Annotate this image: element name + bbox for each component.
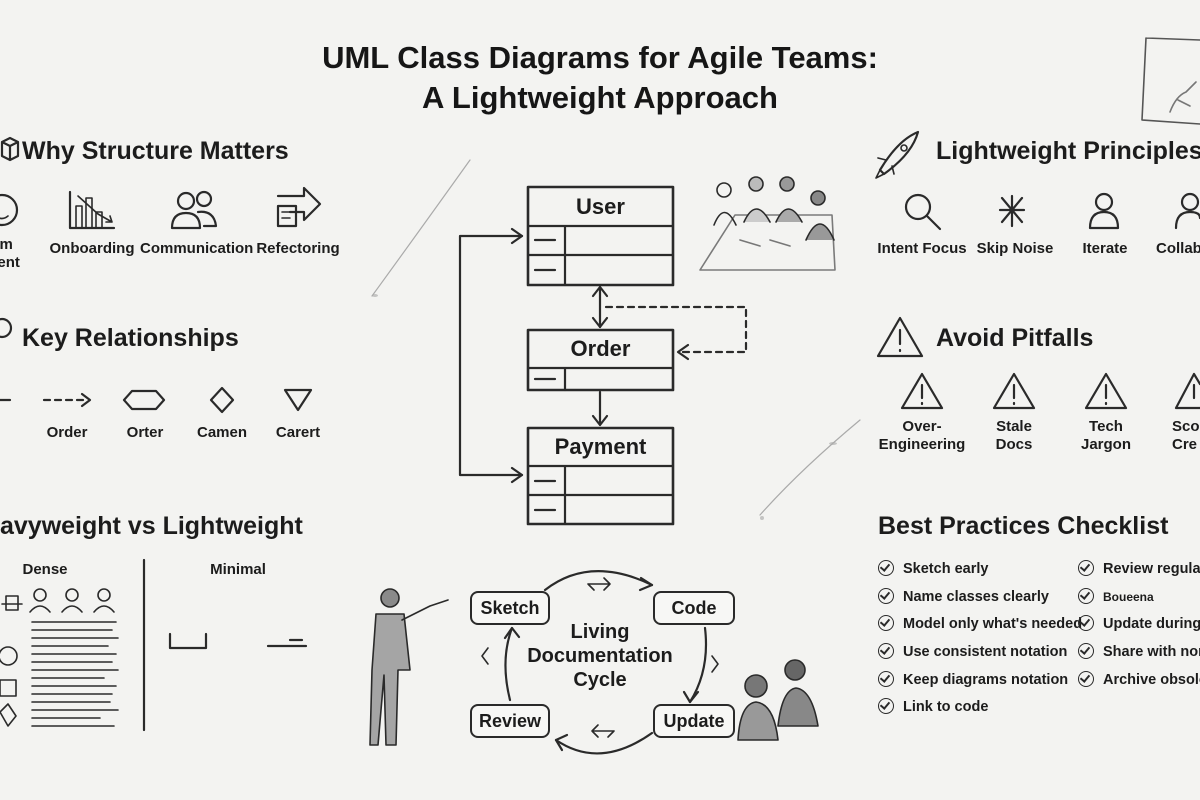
- noise-icon: [998, 194, 1026, 228]
- principle-label: Skip Noise: [976, 240, 1054, 257]
- cycle-step-code: Code: [653, 591, 735, 625]
- pitfall-label: Tech Jargon: [1080, 418, 1131, 453]
- principles-heading: Lightweight Principles: [936, 137, 1200, 165]
- cycle-step-sketch: Sketch: [470, 591, 550, 625]
- check-icon: [1078, 615, 1094, 631]
- refactor-icon: [276, 186, 322, 228]
- user-order-association-arrow: [591, 285, 609, 329]
- principle-label: Iterate: [1082, 240, 1128, 257]
- check-icon: [878, 643, 894, 659]
- principle-label: Collabo: [1156, 240, 1200, 257]
- check-icon: [878, 615, 894, 631]
- page-title: UML Class Diagrams for Agile Teams: A Li…: [0, 38, 1200, 118]
- checklist-item: Model only what's needed: [878, 615, 1082, 632]
- check-icon: [1078, 560, 1094, 576]
- dashed-dependency-arrow: [604, 305, 748, 361]
- title-line-1: UML Class Diagrams for Agile Teams:: [322, 40, 878, 75]
- order-payment-arrow: [591, 390, 609, 427]
- class-box-order: [526, 328, 675, 392]
- checklist-item: Name classes clearly: [878, 588, 1049, 605]
- checklist-item: Review regularl: [1078, 560, 1200, 577]
- cycle-arrows: [481, 570, 719, 755]
- comparison-heading: avyweight vs Lightweight: [0, 512, 303, 540]
- relationship-label: Carert: [275, 424, 321, 441]
- pencil-smudge: [372, 294, 378, 297]
- corner-sketch-illustration: [1141, 37, 1200, 125]
- check-icon: [878, 698, 894, 714]
- checklist-item: Update during s: [1078, 615, 1200, 632]
- relationship-section-icon: [0, 317, 13, 339]
- principle-label: Intent Focus: [877, 240, 967, 257]
- pencil-streak: [371, 159, 471, 297]
- dashed-arrow-icon: [42, 392, 92, 408]
- team-meeting-illustration: [699, 176, 836, 271]
- warning-section-icon: [876, 316, 924, 358]
- triangle-icon: [283, 388, 313, 412]
- rocket-icon: [875, 130, 920, 179]
- minimal-diagram-sketch: [168, 632, 308, 650]
- relationship-label: Order: [46, 424, 88, 441]
- why-structure-heading: Why Structure Matters: [22, 137, 289, 165]
- cycle-step-review: Review: [470, 704, 550, 738]
- checklist-item: Link to code: [878, 698, 988, 715]
- person-icon: [1088, 192, 1120, 230]
- title-line-2: A Lightweight Approach: [422, 80, 778, 115]
- check-icon: [878, 560, 894, 576]
- diamond-icon: [209, 386, 235, 414]
- check-icon: [1078, 643, 1094, 659]
- why-item-label: Refectoring: [256, 240, 340, 257]
- pencil-streak: [759, 419, 861, 516]
- why-item-label: am ment: [0, 236, 20, 271]
- key-relationships-heading: Key Relationships: [22, 324, 239, 352]
- relationship-label: Camen: [196, 424, 248, 441]
- class-box-user: [526, 185, 675, 287]
- dense-label: Dense: [22, 561, 68, 578]
- minimal-label: Minimal: [210, 561, 266, 578]
- magnifier-icon: [904, 193, 942, 231]
- class-name-user: User: [576, 194, 625, 219]
- warning-icon: [1174, 372, 1200, 410]
- check-icon: [1078, 671, 1094, 687]
- check-icon: [1078, 588, 1094, 604]
- why-item-label: Onboarding: [49, 240, 135, 257]
- cycle-step-update: Update: [653, 704, 735, 738]
- class-box-payment: [526, 426, 675, 526]
- left-bracket-connector: [458, 227, 524, 484]
- dense-diagram-sketch: [0, 588, 119, 727]
- checklist-item: Keep diagrams notation: [878, 671, 1068, 688]
- people-icon: [170, 190, 218, 230]
- why-item-label: Communication: [140, 240, 254, 257]
- checklist-item: Archive obsole: [1078, 671, 1200, 688]
- pitfalls-heading: Avoid Pitfalls: [936, 324, 1094, 352]
- pitfall-label: Stale Docs: [995, 418, 1033, 453]
- checklist-item: Use consistent notation: [878, 643, 1067, 660]
- checklist-item: Sketch early: [878, 560, 988, 577]
- class-name-payment: Payment: [554, 434, 647, 459]
- warning-icon: [1084, 372, 1128, 410]
- relationship-label: Orter: [126, 424, 164, 441]
- chart-icon: [68, 190, 116, 230]
- checklist-item: Share with non: [1078, 643, 1200, 660]
- hexagon-icon: [122, 389, 166, 411]
- cube-icon: [0, 136, 20, 162]
- warning-icon: [900, 372, 944, 410]
- check-icon: [878, 671, 894, 687]
- pitfall-label: Sco Cre: [1172, 418, 1200, 453]
- warning-icon: [992, 372, 1036, 410]
- presenter-illustration: [369, 588, 449, 746]
- pencil-smudge: [760, 516, 764, 520]
- class-name-order: Order: [570, 336, 631, 361]
- relationship-label: r: [0, 424, 10, 442]
- checklist-item: Boueena: [1078, 588, 1200, 605]
- pitfall-label: Over- Engineering: [878, 418, 966, 453]
- collab-icon: [1174, 192, 1200, 230]
- checklist-heading: Best Practices Checklist: [878, 512, 1169, 540]
- face-icon: [0, 193, 19, 227]
- cycle-center-text: Living Documentation Cycle: [527, 621, 673, 691]
- team-illustration: [737, 659, 819, 741]
- check-icon: [878, 588, 894, 604]
